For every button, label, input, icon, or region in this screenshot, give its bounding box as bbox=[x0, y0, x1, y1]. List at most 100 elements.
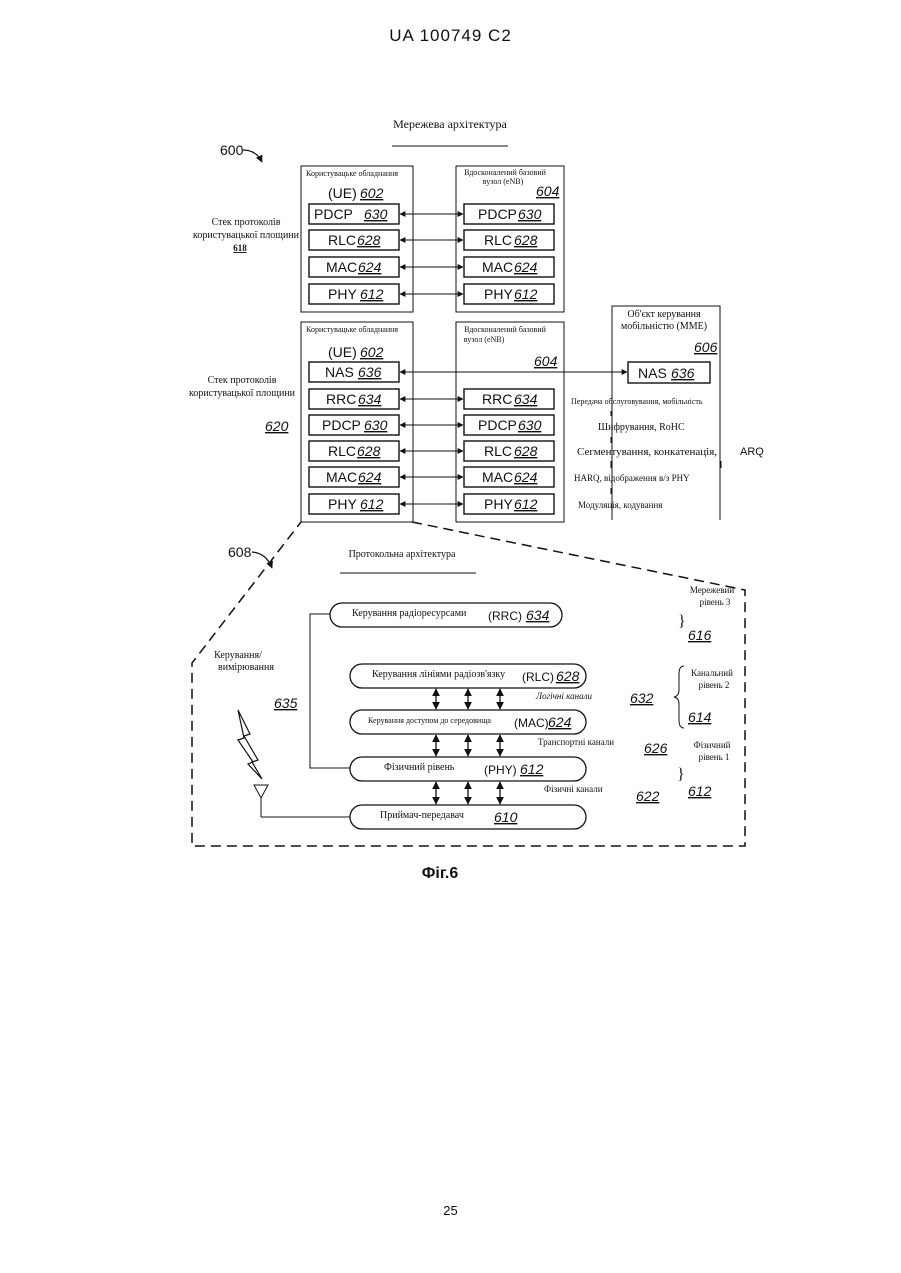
ue-layer-pdcp: PDCP 630 bbox=[309, 204, 399, 224]
user-plane-peer-arrows bbox=[400, 214, 463, 294]
mme-label-line1: Об'єкт керування bbox=[627, 309, 701, 320]
layer-name: RRC bbox=[326, 391, 356, 407]
antenna-icon bbox=[254, 785, 350, 817]
pill-ref: 628 bbox=[556, 668, 580, 684]
pill-abbr: (RRC) bbox=[488, 609, 522, 623]
ue-layer-phy: PHY 612 bbox=[309, 494, 399, 514]
enb-layer-mac: MAC 624 bbox=[464, 257, 554, 277]
ue-control-plane-prefix: (UE) bbox=[328, 344, 357, 360]
layer-name: RLC bbox=[484, 443, 512, 459]
protocol-title: Протокольна архітектура bbox=[349, 549, 456, 560]
user-plane-stack: Стек протоколів користувацької площини 6… bbox=[193, 166, 564, 312]
pill-ref: 610 bbox=[494, 809, 518, 825]
control-ref: 635 bbox=[274, 695, 298, 711]
lightning-icon bbox=[238, 710, 262, 779]
ref-600: 600 bbox=[220, 142, 244, 158]
layer-ref: 636 bbox=[358, 364, 382, 380]
physical-channels-label: Фізичні канали bbox=[544, 784, 603, 794]
physical-channels-ref: 622 bbox=[636, 788, 660, 804]
pill-label: Приймач-передавач bbox=[380, 810, 464, 821]
layer-ref: 612 bbox=[360, 496, 384, 512]
layer-ref: 630 bbox=[518, 417, 542, 433]
link-layer-label-line1: Канальний bbox=[691, 668, 733, 678]
layer-name: PHY bbox=[328, 286, 357, 302]
layer-ref: 634 bbox=[514, 391, 538, 407]
pill-ref: 624 bbox=[548, 714, 572, 730]
physical-layer-label-line1: Фізичний bbox=[694, 740, 731, 750]
control-plane-stack: Стек протоколів користувацької площини 6… bbox=[189, 322, 627, 522]
enb-layer-rlc: RLC 628 bbox=[464, 230, 554, 250]
layer-name: RRC bbox=[482, 391, 512, 407]
enb-layer-rrc: RRC 634 bbox=[464, 389, 554, 409]
pill-label: Керування радіоресурсами bbox=[352, 608, 467, 619]
layer-name: MAC bbox=[326, 259, 357, 275]
layer-name: MAC bbox=[326, 469, 357, 485]
layer-ref: 612 bbox=[514, 286, 538, 302]
ue-layer-phy: PHY 612 bbox=[309, 284, 399, 304]
enb-layer-phy: PHY 612 bbox=[464, 494, 554, 514]
layer-name: PDCP bbox=[322, 417, 361, 433]
channel-arrows bbox=[436, 689, 500, 804]
mme-label-line2: мобільністю (MME) bbox=[621, 321, 707, 332]
layer-name: PHY bbox=[484, 286, 513, 302]
phy-pill: Фізичний рівень (PHY) 612 bbox=[350, 757, 586, 781]
layer-ref: 628 bbox=[357, 443, 381, 459]
enb-layer-pdcp: PDCP 630 bbox=[464, 204, 554, 224]
pill-abbr: (RLC) bbox=[522, 670, 554, 684]
logical-channels-ref: 632 bbox=[630, 690, 654, 706]
user-plane-label-line1: Стек протоколів bbox=[212, 217, 281, 228]
layer-name: PHY bbox=[484, 496, 513, 512]
enb-user-plane-ref: 604 bbox=[536, 183, 560, 199]
control-plane-ref: 620 bbox=[265, 418, 289, 434]
rlc-pill: Керування лініями радіозв'язку (RLC) 628 bbox=[350, 664, 586, 688]
pill-ref: 612 bbox=[520, 761, 544, 777]
mac-pill: Керування доступом до середовища (MAC) 6… bbox=[350, 710, 586, 734]
ue-user-plane-label: Користувацьке обладнання bbox=[306, 169, 398, 178]
enb-control-plane-ref: 604 bbox=[534, 353, 558, 369]
link-layer-ref: 614 bbox=[688, 709, 712, 725]
layer-ref: 628 bbox=[357, 232, 381, 248]
layer-ref: 634 bbox=[358, 391, 382, 407]
ue-layer-mac: MAC 624 bbox=[309, 257, 399, 277]
mme-ref: 606 bbox=[694, 339, 718, 355]
control-plane-label-line2: користувацької площини bbox=[189, 388, 296, 399]
layer-name: NAS bbox=[325, 364, 354, 380]
transceiver-pill: Приймач-передавач 610 bbox=[350, 805, 586, 829]
layer-name: PDCP bbox=[478, 206, 517, 222]
layer-name: RLC bbox=[328, 232, 356, 248]
network-layer-brace: } bbox=[678, 613, 686, 630]
layer-name: PDCP bbox=[314, 206, 353, 222]
user-plane-ref: 618 bbox=[233, 243, 247, 253]
rrc-pill: Керування радіоресурсами (RRC) 634 bbox=[330, 603, 562, 627]
physical-layer-label-line2: рівень 1 bbox=[699, 752, 730, 762]
layer-ref: 612 bbox=[360, 286, 384, 302]
enb-layer-pdcp: PDCP 630 bbox=[464, 415, 554, 435]
ue-layer-rlc: RLC 628 bbox=[309, 441, 399, 461]
enb-layer-rlc: RLC 628 bbox=[464, 441, 554, 461]
ue-layer-nas: NAS 636 bbox=[309, 362, 399, 382]
enb-layer-mac: MAC 624 bbox=[464, 467, 554, 487]
layer-ref: 628 bbox=[514, 232, 538, 248]
function-segmentation: Сегментування, конкатенація, bbox=[577, 446, 717, 458]
layer-name: RLC bbox=[484, 232, 512, 248]
protocol-ref: 608 bbox=[228, 544, 252, 560]
function-harq: HARQ, відображення в/з PHY bbox=[574, 473, 690, 483]
network-architecture-title: Мережева архітектура bbox=[393, 117, 507, 131]
layer-ref: 630 bbox=[518, 206, 542, 222]
layer-name: PHY bbox=[328, 496, 357, 512]
layer-ref: 612 bbox=[514, 496, 538, 512]
function-modulation: Модуляція, кодування bbox=[578, 500, 662, 510]
ue-control-plane-label: Користувацьке обладнання bbox=[306, 325, 398, 334]
layer-name: MAC bbox=[482, 469, 513, 485]
ue-layer-pdcp: PDCP 630 bbox=[309, 415, 399, 435]
user-plane-label-line2: користувацької площини bbox=[193, 230, 300, 241]
link-layer-label-line2: рівень 2 bbox=[699, 680, 730, 690]
mme-entity: Об'єкт керування мобільністю (MME) 606 N… bbox=[612, 306, 720, 520]
pill-ref: 634 bbox=[526, 607, 550, 623]
protocol-architecture: 608 Протокольна архітектура Керування/ в… bbox=[192, 522, 745, 846]
transport-channels-label: Транспортні канали bbox=[538, 737, 614, 747]
control-label-line2: вимірювання bbox=[218, 662, 274, 673]
ue-control-plane-ref: 602 bbox=[360, 344, 384, 360]
figure-caption: Фіг.6 bbox=[422, 865, 459, 882]
network-layer-label-line2: рівень 3 bbox=[700, 597, 731, 607]
